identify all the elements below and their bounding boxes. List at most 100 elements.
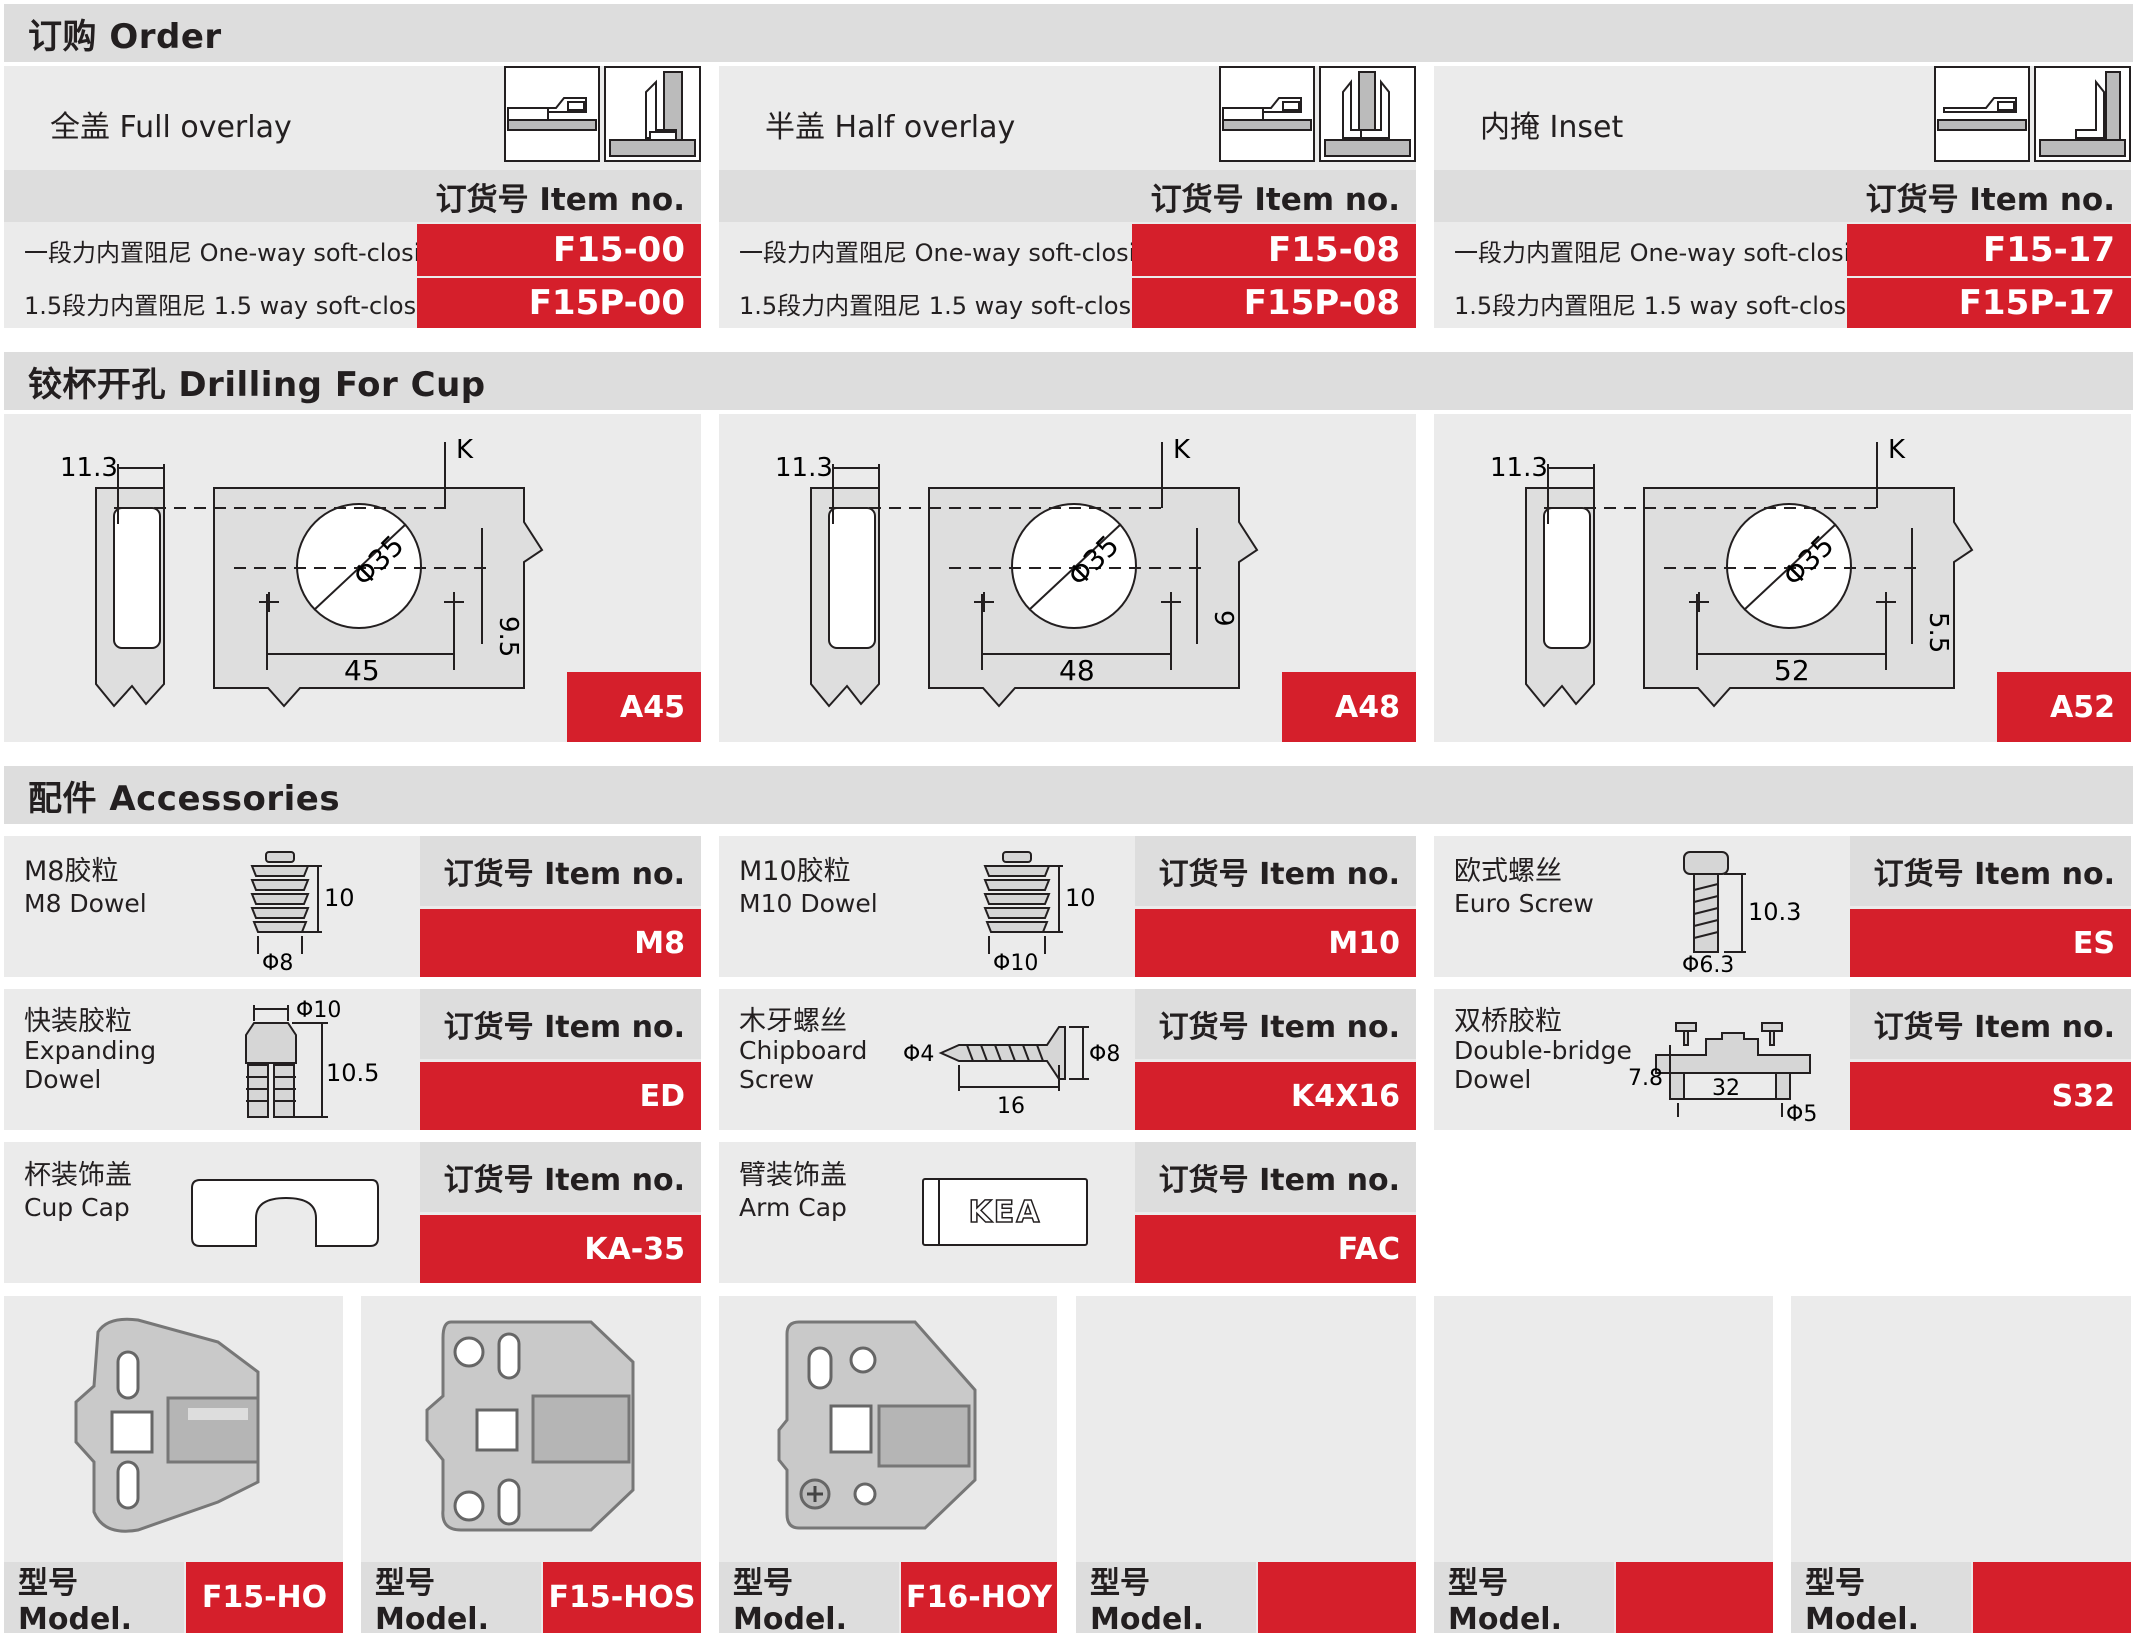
- hinge-closed-diagram-icon: [504, 66, 600, 162]
- accessory-card-cup-cap: 杯装饰盖 Cup Cap 订货号 Item no. KA-35: [4, 1142, 701, 1283]
- svg-text:Φ4: Φ4: [903, 1042, 934, 1067]
- chipboard-screw-icon: Φ4 Φ8 16: [903, 1026, 1120, 1119]
- item-code: F15P-08: [1132, 278, 1416, 328]
- svg-text:16: 16: [997, 1094, 1025, 1119]
- accessories-heading: 配件 Accessories: [4, 766, 2133, 824]
- model-label: 型号 Model.: [719, 1562, 899, 1637]
- order-column-inset: 内掩 Inset 订货号 Item no. 一段力内置阻尼 One-way so…: [1434, 66, 2131, 328]
- accessory-code: M8: [420, 909, 701, 977]
- accessory-name-cn: 双桥胶粒: [1454, 1006, 1562, 1037]
- drilling-diagram: 11.3 K Φ35 48 9: [775, 435, 1259, 708]
- drilling-panel: 11.3 K Φ35 45 9.5 A45: [4, 414, 701, 742]
- offset-label: 9: [1208, 610, 1238, 627]
- k-label: K: [456, 435, 474, 465]
- hinge-closed-diagram-icon: [1219, 66, 1315, 162]
- accessory-name-en2: Dowel: [24, 1065, 102, 1094]
- accessory-code: FAC: [1135, 1215, 1416, 1283]
- item-code: F15P-00: [417, 278, 701, 328]
- model-label: 型号 Model.: [1791, 1562, 1971, 1637]
- drilling-panel: 11.3 K Φ35 48 9 A48: [719, 414, 1416, 742]
- drilling-panel: 11.3 K Φ35 52 5.5 A52: [1434, 414, 2131, 742]
- accessory-name-cn: 欧式螺丝: [1454, 856, 1562, 887]
- drilling-diagram: 11.3 K Φ35 45 9.5: [60, 435, 544, 708]
- accessory-name-cn: 快装胶粒: [24, 1006, 132, 1037]
- svg-text:10.3: 10.3: [1748, 898, 1801, 926]
- model-code: F16-HOY: [901, 1562, 1057, 1633]
- accessory-name-cn: 木牙螺丝: [739, 1006, 847, 1037]
- accessory-name-en: Chipboard: [739, 1036, 868, 1065]
- euro-screw-icon: 10.3 Φ6.3: [1682, 851, 1801, 975]
- accessory-card-arm-cap: 臂装饰盖 Arm Cap KEA 订货号 Item no. FAC: [719, 1142, 1416, 1283]
- hinge-closed-diagram-icon: [1934, 66, 2030, 162]
- offset-label: 9.5: [493, 616, 523, 657]
- order-column-full-overlay: 全盖 Full overlay 订货号 Item no. 一段力内置阻尼 One…: [4, 66, 701, 328]
- hinge-open-diagram-icon: [1319, 66, 1416, 162]
- accessory-card-double-bridge-dowel: 双桥胶粒 Double-bridge Dowel 7.8 32 Φ5 订货号 I…: [1434, 989, 2131, 1130]
- item-code: F15-00: [417, 224, 701, 276]
- hinge-open-diagram-icon: [2034, 66, 2131, 162]
- accessory-code: ED: [420, 1062, 701, 1130]
- drilling-code: A52: [1997, 672, 2131, 742]
- model-label: 型号 Model.: [1076, 1562, 1256, 1637]
- accessory-card-m8: M8胶粒 M8 Dowel 10 Φ8 订货号 Item no. M8: [4, 836, 701, 977]
- kea-logo: KEA: [968, 1194, 1042, 1231]
- accessory-name-en: Double-bridge: [1454, 1036, 1632, 1065]
- hole-spacing-label: 48: [1059, 654, 1095, 687]
- model-card: 型号 Model.: [1791, 1296, 2131, 1637]
- soft-closing-label: 一段力内置阻尼 One-way soft-closing: [4, 224, 451, 276]
- accessory-name-cn: M8胶粒: [24, 856, 119, 887]
- svg-text:10: 10: [324, 884, 355, 912]
- accessory-card-expanding-dowel: 快装胶粒 Expanding Dowel Φ10 10.5 订货号 Item n…: [4, 989, 701, 1130]
- accessory-code: K4X16: [1135, 1062, 1416, 1130]
- svg-text:Φ5: Φ5: [1786, 1102, 1817, 1125]
- model-label: 型号 Model.: [361, 1562, 541, 1637]
- item-code: F15-17: [1847, 224, 2131, 276]
- mounting-plate-image: [425, 1320, 635, 1532]
- model-code: [1616, 1562, 1773, 1633]
- svg-text:Φ10: Φ10: [296, 998, 341, 1023]
- offset-label: 5.5: [1923, 612, 1953, 653]
- order-column-half-overlay: 半盖 Half overlay 订货号 Item no. 一段力内置阻尼 One…: [719, 66, 1416, 328]
- model-card: 型号 Model. F15-HO: [4, 1296, 343, 1637]
- cup-cap-icon: [191, 1179, 379, 1247]
- accessory-name-en2: Screw: [739, 1065, 815, 1094]
- model-card: 型号 Model. F15-HOS: [361, 1296, 701, 1637]
- order-variant-title: 全盖 Full overlay: [50, 110, 292, 145]
- svg-text:10.5: 10.5: [326, 1059, 379, 1087]
- soft-closing-label: 一段力内置阻尼 One-way soft-closing: [719, 224, 1166, 276]
- model-card: 型号 Model.: [1434, 1296, 1773, 1637]
- edge-distance-label: 11.3: [60, 453, 118, 483]
- item-number-header: 订货号 Item no.: [4, 170, 701, 222]
- svg-text:Φ8: Φ8: [262, 951, 293, 974]
- item-number-header: 订货号 Item no.: [719, 170, 1416, 222]
- mounting-plate-image: [74, 1317, 260, 1533]
- accessory-item-header: 订货号 Item no.: [1850, 989, 2131, 1059]
- soft-closing-label: 1.5段力内置阻尼 1.5 way soft-closing: [719, 278, 1168, 328]
- svg-text:10: 10: [1065, 884, 1096, 912]
- accessory-code: S32: [1850, 1062, 2131, 1130]
- m8-dowel-icon: 10 Φ8: [250, 851, 355, 974]
- k-label: K: [1888, 435, 1906, 465]
- hinge-open-diagram-icon: [604, 66, 701, 162]
- expanding-dowel-icon: Φ10 10.5: [245, 998, 379, 1118]
- edge-distance-label: 11.3: [1490, 453, 1548, 483]
- accessory-name-en: M8 Dowel: [24, 889, 147, 918]
- edge-distance-label: 11.3: [775, 453, 833, 483]
- m10-dowel-icon: 10 Φ10: [983, 851, 1096, 974]
- accessory-card-euro-screw: 欧式螺丝 Euro Screw 10.3 Φ6.3 订货号 Item no. E…: [1434, 836, 2131, 977]
- accessory-name-en: Arm Cap: [739, 1193, 847, 1222]
- mounting-plate-image: [777, 1320, 977, 1530]
- svg-text:Φ10: Φ10: [993, 951, 1038, 974]
- accessory-item-header: 订货号 Item no.: [1135, 836, 1416, 906]
- model-code: F15-HOS: [543, 1562, 701, 1633]
- arm-cap-icon: KEA: [922, 1178, 1088, 1246]
- double-bridge-dowel-icon: 7.8 32 Φ5: [1628, 1022, 1817, 1125]
- accessory-item-header: 订货号 Item no.: [420, 1142, 701, 1212]
- accessory-item-header: 订货号 Item no.: [1135, 989, 1416, 1059]
- k-label: K: [1173, 435, 1191, 465]
- accessory-item-header: 订货号 Item no.: [420, 836, 701, 906]
- order-heading: 订购 Order: [4, 4, 2133, 62]
- model-card: 型号 Model.: [1076, 1296, 1416, 1637]
- drilling-code: A45: [567, 672, 701, 742]
- svg-text:Φ6.3: Φ6.3: [1682, 953, 1734, 975]
